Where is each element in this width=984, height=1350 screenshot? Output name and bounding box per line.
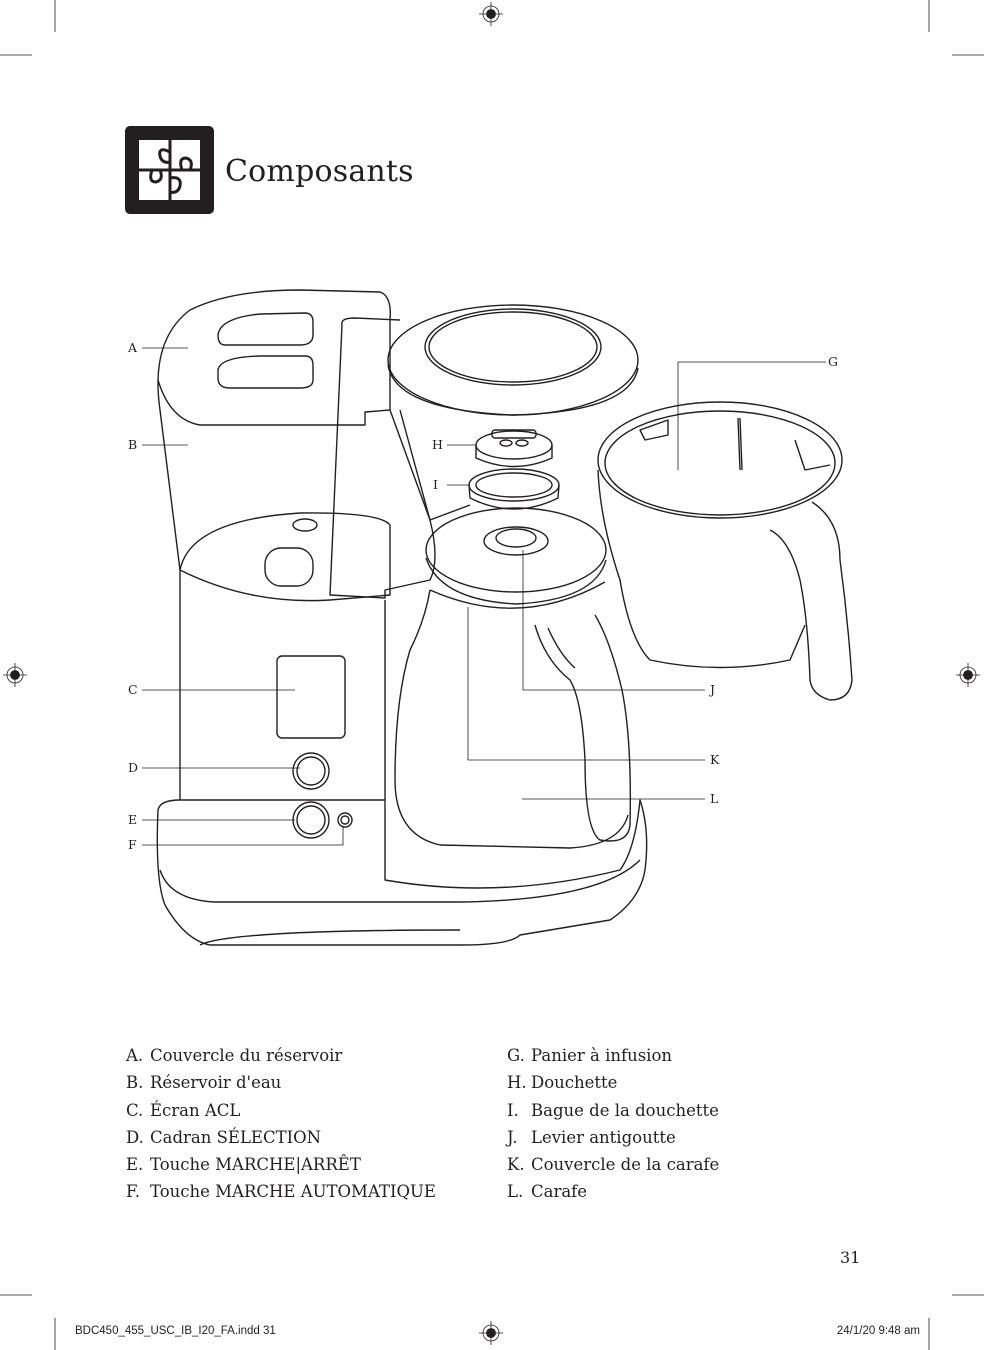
callout-a: A (128, 340, 138, 355)
basket-handle (769, 501, 853, 701)
callout-h: H (432, 437, 443, 452)
select-dial (292, 752, 330, 790)
page-title: Composants (225, 154, 414, 189)
slug-date: 24/1/20 9:48 am (836, 1325, 920, 1337)
legend-item: C.Écran ACL (126, 1100, 241, 1120)
callout-d: D (128, 760, 139, 775)
registration-mark-left (3, 663, 27, 687)
legend-item: A.Couvercle du réservoir (126, 1046, 343, 1065)
callout-l: L (710, 791, 719, 806)
legend-item: B.Réservoir d'eau (126, 1073, 282, 1093)
callout-g: G (828, 354, 838, 369)
legend-item: F.Touche MARCHE AUTOMATIQUE (126, 1182, 436, 1202)
legend-item: L.Carafe (507, 1182, 588, 1202)
page-number: 31 (840, 1248, 861, 1267)
slug-filename: BDC450_455_USC_IB_I20_FA.indd 31 (75, 1325, 276, 1337)
legend-item: J.Levier antigoutte (507, 1127, 676, 1147)
legend-right: G.Panier à infusion H.Douchette I.Bague … (507, 1042, 719, 1206)
lcd-screen (276, 655, 346, 739)
callout-k: K (710, 752, 720, 767)
legend-item: D.Cadran SÉLECTION (126, 1127, 322, 1147)
brew-basket (597, 401, 843, 519)
carafe-lid (425, 507, 607, 593)
callout-b: B (128, 437, 138, 452)
callout-c: C (128, 682, 138, 697)
callout-i: I (433, 477, 438, 492)
registration-mark-top (479, 2, 503, 26)
legend-item: H.Douchette (507, 1073, 618, 1093)
registration-mark-right (956, 663, 980, 687)
callout-e: E (128, 812, 138, 827)
legend-item: I.Bague de la douchette (507, 1100, 719, 1120)
registration-mark-bottom (479, 1321, 503, 1345)
legend-left: A.Couvercle du réservoir B.Réservoir d'e… (126, 1042, 436, 1206)
base (156, 799, 648, 946)
auto-button (337, 812, 353, 828)
water-reservoir (157, 289, 391, 571)
carafe (394, 589, 629, 849)
legend-item: E.Touche MARCHE|ARRÊT (126, 1155, 361, 1175)
legend-item: K.Couvercle de la carafe (507, 1155, 720, 1175)
callout-f: F (128, 837, 137, 852)
callout-j: J (710, 682, 716, 697)
legend-item: G.Panier à infusion (507, 1046, 673, 1065)
reservoir-lid (217, 312, 314, 346)
